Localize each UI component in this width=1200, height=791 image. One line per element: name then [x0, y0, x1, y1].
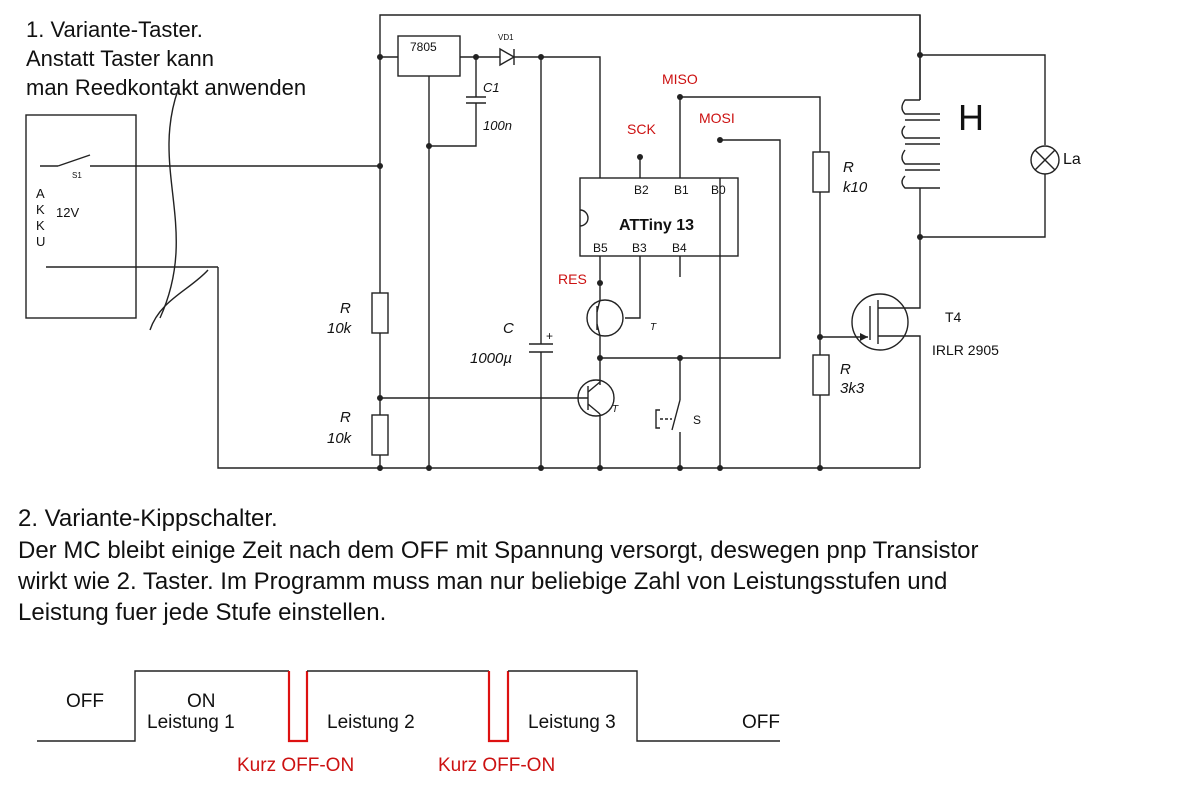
r-3k3-value: 3k3 — [840, 380, 865, 397]
switch-s-label: S — [693, 413, 701, 427]
battery-box — [25, 114, 137, 319]
transistor-lower-collector — [587, 381, 601, 393]
r-top-name: R — [340, 300, 351, 317]
vcc-wire — [514, 56, 601, 178]
variant2-line1: 2. Variante-Kippschalter. — [18, 505, 278, 532]
lamp-bottom-wire — [920, 174, 1046, 238]
resistor-10k-top — [371, 292, 389, 334]
c1-value: 100n — [483, 118, 512, 133]
mosi-loop — [600, 139, 781, 359]
mosfet-gate-arrow — [860, 333, 868, 341]
timing-level3: Leistung 3 — [528, 712, 616, 733]
r-k10-name: R — [843, 159, 854, 176]
pin-b4: B4 — [672, 241, 687, 255]
cable-wave-2 — [149, 269, 209, 331]
pin-b2: B2 — [634, 183, 649, 197]
transistor-upper-emitter — [596, 323, 601, 337]
mosfet-part: IRLR 2905 — [932, 342, 999, 358]
switch-s-blade — [671, 399, 681, 431]
b3-wire — [625, 256, 641, 319]
timing-pulse1-label: Kurz OFF-ON — [237, 755, 354, 776]
variant2-line4: Leistung fuer jede Stufe einstellen. — [18, 599, 386, 626]
transistor-upper-label: T — [650, 322, 657, 333]
transistor-upper-collector — [596, 299, 601, 313]
timing-pulse-1 — [287, 671, 309, 743]
top-rail — [379, 14, 921, 468]
switch-s-actuator — [655, 409, 660, 429]
heater-label: H — [958, 97, 984, 138]
variant2-line3: wirkt wie 2. Taster. Im Programm muss ma… — [17, 568, 947, 595]
cbig-name: C — [503, 320, 514, 337]
heater-coil — [901, 99, 940, 237]
r-bot-name: R — [340, 409, 351, 426]
timing-level2: Leistung 2 — [327, 712, 415, 733]
timing-level1: Leistung 1 — [147, 712, 235, 733]
lamp-cross-2 — [1034, 149, 1056, 171]
res-label: RES — [558, 271, 587, 287]
cbig-value: 1000µ — [470, 350, 512, 367]
lamp-top-wire — [920, 54, 1046, 145]
timing-wave-end — [508, 670, 780, 742]
mosfet-source — [878, 335, 921, 468]
r-top-value: 10k — [327, 320, 353, 337]
s1-label: S1 — [72, 171, 82, 180]
mcu-notch — [579, 209, 589, 227]
pin-b1: B1 — [674, 183, 689, 197]
r-k10-value: k10 — [843, 179, 868, 196]
miso-label: MISO — [662, 71, 698, 87]
diode-label: VD1 — [498, 33, 514, 42]
timing-off-start: OFF — [66, 691, 104, 712]
s1-blade — [57, 154, 91, 167]
battery-letter-a: A — [36, 186, 45, 201]
variant2-line2: Der MC bleibt einige Zeit nach dem OFF m… — [18, 537, 978, 564]
r-3k3-name: R — [840, 361, 851, 378]
regulator-label: 7805 — [410, 40, 437, 54]
transistor-upper — [586, 299, 624, 337]
timing-wave-start — [37, 670, 289, 742]
pin-b3: B3 — [632, 241, 647, 255]
variant1-line3: man Reedkontakt anwenden — [26, 75, 306, 100]
pin-b0: B0 — [711, 183, 726, 197]
battery-letter-k2: K — [36, 218, 45, 233]
battery-letter-k1: K — [36, 202, 45, 217]
mosfet-t4 — [851, 293, 909, 351]
pin-b5: B5 — [593, 241, 608, 255]
resistor-10k-bottom — [371, 414, 389, 456]
transistor-lower-emitter — [587, 403, 601, 415]
timing-on: ON — [187, 691, 216, 712]
junction-dots — [377, 52, 923, 471]
mosfet-drain — [878, 237, 921, 309]
timing-off-end: OFF — [742, 712, 780, 733]
sck-label: SCK — [627, 121, 656, 137]
battery-voltage: 12V — [56, 205, 79, 220]
variant1-line2: Anstatt Taster kann — [26, 46, 214, 71]
transistor-lower-label: T — [612, 404, 619, 415]
mosi-label: MOSI — [699, 110, 735, 126]
mcu-body — [579, 177, 739, 257]
cbig-plus: + — [546, 329, 553, 343]
resistor-3k3 — [812, 354, 830, 396]
c1-bottom-lead — [429, 103, 477, 147]
resistor-k10 — [812, 151, 830, 193]
mosfet-name: T4 — [945, 309, 962, 325]
mcu-label: ATTiny 13 — [619, 217, 694, 234]
battery-letter-u: U — [36, 234, 45, 249]
timing-pulse2-label: Kurz OFF-ON — [438, 755, 555, 776]
c1-name: C1 — [483, 80, 500, 95]
cable-wave-1 — [159, 89, 179, 319]
lamp-label: La — [1063, 151, 1081, 168]
ground-rail — [217, 267, 920, 469]
variant1-line1: 1. Variante-Taster. — [26, 17, 203, 42]
diode-vd1 — [499, 47, 516, 67]
timing-pulse-2 — [487, 671, 510, 743]
r-bot-value: 10k — [327, 430, 353, 447]
miso-wire — [679, 96, 821, 178]
